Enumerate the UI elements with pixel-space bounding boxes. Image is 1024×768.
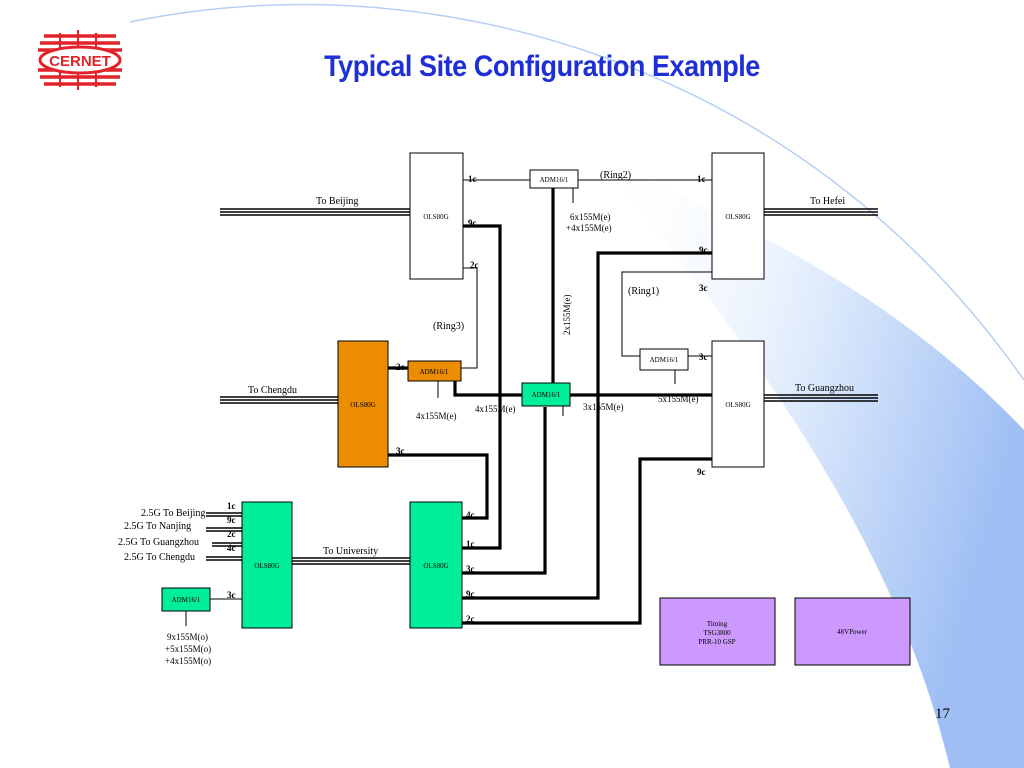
- label-ring3-capacity: 4x155M(e): [416, 411, 457, 421]
- port-beijing-2c: 2c: [470, 260, 479, 270]
- backdrop-swoosh: [600, 160, 1024, 768]
- thick-links: [388, 188, 712, 625]
- label-to-university: To University: [323, 546, 378, 557]
- trunk-beijing: [220, 208, 410, 216]
- label-to-hefei: To Hefei: [810, 196, 845, 207]
- links: [185, 179, 878, 626]
- label-adm-ring2-cap-1: 6x155M(e): [570, 212, 611, 222]
- ols-right: OLS80G: [409, 501, 463, 629]
- trunk-guangzhou: [764, 394, 878, 402]
- ols-hefei: OLS80G: [711, 152, 765, 280]
- label-bottom-cap-2: +5x155M(o): [165, 644, 211, 654]
- label-to-guangzhou: To Guangzhou: [795, 383, 854, 394]
- label-ring3: (Ring3): [433, 321, 464, 332]
- timing-line-2: TSG3800: [703, 629, 731, 637]
- port-left-3c: 3c: [227, 590, 236, 600]
- port-right-1c: 1c: [466, 539, 475, 549]
- port-chengdu-2c: 2c: [396, 362, 405, 372]
- label-2-5g-guangzhou: 2.5G To Guangzhou: [118, 537, 199, 548]
- label-2-5g-chengdu: 2.5G To Chengdu: [124, 552, 195, 563]
- adm-ring3: ADM16/1: [407, 360, 462, 382]
- label-center-right-capacity: 3x155M(e): [583, 402, 624, 412]
- backdrop-arc: [129, 3, 1024, 381]
- trunk-chengdu: [220, 396, 338, 404]
- trunk-hefei: [764, 208, 878, 216]
- adm-ring1: ADM16/1: [639, 348, 689, 371]
- trunk-university: [292, 557, 410, 565]
- port-right-4c: 4c: [466, 510, 475, 520]
- ols-right-label: OLS80G: [423, 562, 448, 570]
- port-right-3c: 3c: [466, 564, 475, 574]
- port-left-9c: 9c: [227, 515, 236, 525]
- port-left-2c: 2c: [227, 529, 236, 539]
- ols-left-label: OLS80G: [254, 562, 279, 570]
- port-guangzhou-3c: 3c: [699, 352, 708, 362]
- label-adm-ring2-cap-2: +4x155M(e): [566, 223, 612, 233]
- port-hefei-3c: 3c: [699, 283, 708, 293]
- label-ring1: (Ring1): [628, 286, 659, 297]
- port-right-2c: 2c: [466, 614, 475, 624]
- adm-ring3-label: ADM16/1: [420, 368, 449, 376]
- label-to-beijing: To Beijing: [316, 196, 358, 207]
- adm-ring2-label: ADM16/1: [540, 176, 569, 184]
- ols-guangzhou: OLS80G: [711, 340, 765, 468]
- timing-unit: Timing TSG3800 PRR-10 GSP: [659, 597, 776, 666]
- power-unit: 48VPower: [794, 597, 911, 666]
- label-bottom-cap-1: 9x155M(o): [167, 632, 208, 642]
- adm-ring2: ADM16/1: [529, 169, 579, 189]
- ring1-link: [621, 271, 712, 357]
- power-label: 48VPower: [837, 628, 868, 636]
- label-2-5g-beijing: 2.5G To Beijing: [141, 508, 205, 519]
- port-labels: 1c 9c 2c 1c 9c 3c 3c 9c 2c 3c 1c 9c 2c 4…: [227, 174, 708, 624]
- label-2-5g-nanjing: 2.5G To Nanjing: [124, 521, 191, 532]
- ols-guangzhou-label: OLS80G: [725, 401, 750, 409]
- label-vertical-2x155: 2x155M(e): [562, 295, 572, 336]
- label-ring2: (Ring2): [600, 170, 631, 181]
- logo-text: CERNET: [49, 53, 111, 70]
- ols-left: OLS80G: [241, 501, 293, 629]
- page-number: 17: [935, 706, 950, 722]
- cernet-logo: CERNET: [38, 30, 122, 90]
- ols-chengdu-label: OLS80G: [350, 401, 375, 409]
- port-beijing-9c: 9c: [468, 218, 477, 228]
- port-hefei-9c: 9c: [699, 245, 708, 255]
- port-guangzhou-9c: 9c: [697, 467, 706, 477]
- port-left-4c: 4c: [227, 543, 236, 553]
- slide-title: Typical Site Configuration Example: [324, 50, 760, 83]
- port-left-1c: 1c: [227, 501, 236, 511]
- port-chengdu-3c: 3c: [396, 446, 405, 456]
- port-hefei-1c: 1c: [697, 174, 706, 184]
- label-bottom-cap-3: +4x155M(o): [165, 656, 211, 666]
- ols-hefei-label: OLS80G: [725, 213, 750, 221]
- port-beijing-1c: 1c: [468, 174, 477, 184]
- trunk-2-5g: [206, 512, 242, 561]
- adm-bottom: ADM16/1: [161, 587, 211, 612]
- labels: To Beijing To Hefei To Chengdu To Guangz…: [118, 170, 854, 666]
- ols-beijing: OLS80G: [409, 152, 464, 280]
- adm-ring1-label: ADM16/1: [650, 356, 679, 364]
- port-right-9c: 9c: [466, 589, 475, 599]
- label-ring1-capacity: 5x155M(e): [658, 394, 699, 404]
- label-to-chengdu: To Chengdu: [248, 385, 297, 396]
- adm-bottom-label: ADM16/1: [172, 596, 201, 604]
- adm-center: ADM16/1: [521, 382, 571, 407]
- ols-beijing-label: OLS80G: [423, 213, 448, 221]
- ols-chengdu: OLS80G: [337, 340, 389, 468]
- label-center-left-capacity: 4x155M(e): [475, 404, 516, 414]
- ring3-link: [461, 267, 478, 369]
- timing-line-3: PRR-10 GSP: [698, 638, 735, 646]
- adm-center-label: ADM16/1: [532, 391, 561, 399]
- timing-line-1: Timing: [707, 620, 728, 628]
